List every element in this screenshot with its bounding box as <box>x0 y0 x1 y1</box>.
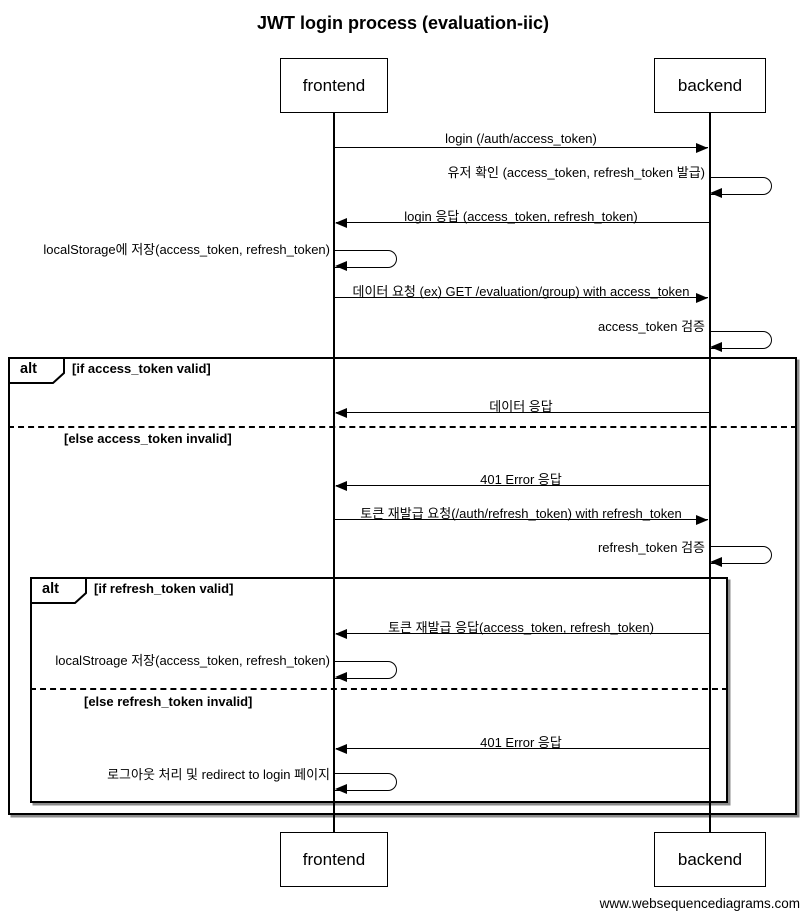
self-message-loop <box>709 177 772 195</box>
alt-operator-label: alt <box>20 361 37 377</box>
lifeline-frontend <box>333 113 335 832</box>
message-label-save-localstorage: localStorage에 저장(access_token, refresh_t… <box>43 242 330 257</box>
message-line <box>335 519 708 520</box>
alt-operator-inner: alt <box>30 577 88 610</box>
arrowhead-left-icon <box>335 481 347 491</box>
alt-operator-label: alt <box>42 581 59 597</box>
message-label-refresh-request: 토큰 재발급 요청(/auth/refresh_token) with refr… <box>360 506 682 521</box>
message-label-verify-refresh-token: refresh_token 검증 <box>597 540 705 555</box>
alt-frame-outer <box>8 357 797 815</box>
message-line <box>336 412 709 413</box>
message-label-refresh-response: 토큰 재발급 응답(access_token, refresh_token) <box>388 620 654 635</box>
alt-frame-inner <box>30 577 728 803</box>
self-message-loop <box>334 661 397 679</box>
guard-inner-if: [if refresh_token valid] <box>94 581 234 596</box>
arrowhead-right-icon <box>696 293 708 303</box>
message-label-verify-user: 유저 확인 (access_token, refresh_token 발급) <box>447 165 705 180</box>
message-label-login-response: login 응답 (access_token, refresh_token) <box>404 209 638 224</box>
alt-pentagon-icon <box>30 577 87 604</box>
arrowhead-left-icon <box>335 744 347 754</box>
message-label-data-response: 데이터 응답 <box>489 399 553 414</box>
message-line <box>336 222 709 223</box>
message-line <box>335 297 708 298</box>
arrowhead-right-icon <box>696 143 708 153</box>
lifeline-backend <box>709 113 711 832</box>
message-label-logout-redirect: 로그아웃 처리 및 redirect to login 페이지 <box>107 767 330 782</box>
message-label-data-request: 데이터 요청 (ex) GET /evaluation/group) with … <box>352 284 690 299</box>
message-line <box>336 633 709 634</box>
actor-box-frontend-top: frontend <box>280 58 388 113</box>
guard-inner-else: [else refresh_token invalid] <box>84 694 253 709</box>
arrowhead-left-icon <box>335 784 347 794</box>
self-message-loop <box>709 331 772 349</box>
self-message-loop <box>334 773 397 791</box>
arrowhead-left-icon <box>335 261 347 271</box>
arrowhead-left-icon <box>710 188 722 198</box>
alt-divider-outer <box>8 426 797 428</box>
alt-pentagon-icon <box>8 357 65 384</box>
message-label-save-localstroage: localStroage 저장(access_token, refresh_to… <box>55 653 330 668</box>
arrowhead-left-icon <box>335 218 347 228</box>
message-line <box>336 748 709 749</box>
message-line <box>335 147 708 148</box>
message-label-verify-access-token: access_token 검증 <box>597 319 705 334</box>
actor-box-frontend-bottom: frontend <box>280 832 388 887</box>
guard-outer-else: [else access_token invalid] <box>64 431 232 446</box>
arrowhead-left-icon <box>710 342 722 352</box>
actor-box-backend-top: backend <box>654 58 766 113</box>
arrowhead-right-icon <box>696 515 708 525</box>
message-label-401-error-2: 401 Error 응답 <box>480 735 562 750</box>
self-message-loop <box>334 250 397 268</box>
diagram-title: JWT login process (evaluation-iic) <box>256 13 550 33</box>
arrowhead-left-icon <box>335 672 347 682</box>
arrowhead-left-icon <box>710 557 722 567</box>
actor-box-backend-bottom: backend <box>654 832 766 887</box>
alt-operator-outer: alt <box>8 357 66 390</box>
arrowhead-left-icon <box>335 408 347 418</box>
self-message-loop <box>709 546 772 564</box>
message-label-login-request: login (/auth/access_token) <box>445 131 597 146</box>
arrowhead-left-icon <box>335 629 347 639</box>
message-line <box>336 485 709 486</box>
message-label-401-error-1: 401 Error 응답 <box>480 472 562 487</box>
alt-divider-inner <box>30 688 728 690</box>
watermark-websequencediagrams: www.websequencediagrams.com <box>599 896 800 911</box>
guard-outer-if: [if access_token valid] <box>72 361 211 376</box>
